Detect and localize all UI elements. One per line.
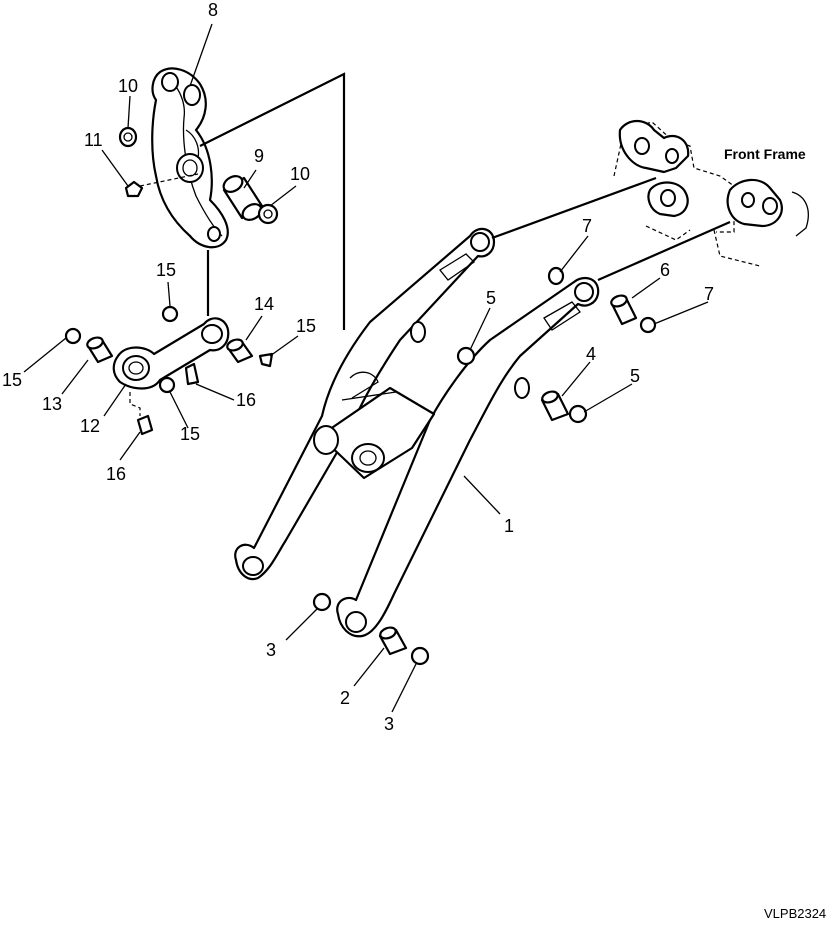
seal-part-5-lower xyxy=(568,404,588,424)
front-frame xyxy=(613,119,809,267)
callout-10-lower: 10 xyxy=(290,164,310,184)
callout-11: 11 xyxy=(84,130,103,150)
callout-16-left: 16 xyxy=(106,464,126,484)
callout-7-upper: 7 xyxy=(582,216,592,236)
callout-9: 9 xyxy=(254,146,264,166)
callout-5-upper: 5 xyxy=(486,288,496,308)
seal-part-7-lower xyxy=(639,316,657,334)
callout-3-upper: 3 xyxy=(266,640,276,660)
callout-1: 1 xyxy=(504,516,514,536)
grease-fitting-part-11 xyxy=(124,180,144,198)
callout-4: 4 xyxy=(586,344,596,364)
drawing-code: VLPB2324 xyxy=(764,906,826,921)
callout-8: 8 xyxy=(208,0,218,20)
callout-3-lower: 3 xyxy=(384,714,394,734)
callout-10-upper: 10 xyxy=(118,76,138,96)
callout-14: 14 xyxy=(254,294,274,314)
grease-fitting-part-16-right xyxy=(184,362,200,386)
bushing-part-9 xyxy=(222,175,264,221)
callout-15-left: 15 xyxy=(2,370,22,390)
callout-5-lower: 5 xyxy=(630,366,640,386)
seal-part-10-upper xyxy=(118,126,138,148)
link-part-12 xyxy=(112,317,230,390)
seal-part-3-lower xyxy=(410,646,430,666)
seal-part-10-lower xyxy=(257,203,279,225)
callout-16-right: 16 xyxy=(236,390,256,410)
callout-7-lower: 7 xyxy=(704,284,714,304)
seal-part-5-upper xyxy=(456,346,476,366)
callout-13: 13 xyxy=(42,394,62,414)
callout-15-bottom: 15 xyxy=(180,424,200,444)
seal-part-15-left xyxy=(64,327,82,345)
callout-15-top: 15 xyxy=(156,260,176,280)
seal-part-7-upper xyxy=(547,266,565,286)
seal-part-3-upper xyxy=(312,592,332,612)
leader-lines xyxy=(23,23,709,713)
seal-part-15-right xyxy=(158,376,176,394)
bell-crank-part-8 xyxy=(151,67,229,249)
callout-2: 2 xyxy=(340,688,350,708)
callout-12: 12 xyxy=(80,416,100,436)
callout-15-right: 15 xyxy=(296,316,316,336)
lift-arm-part-1 xyxy=(234,227,600,638)
grease-fitting-part-16-left xyxy=(136,414,154,436)
callout-6: 6 xyxy=(660,260,670,280)
seal-part-15-top xyxy=(161,305,179,323)
front-frame-label: Front Frame xyxy=(724,146,806,162)
seal-part-15-small xyxy=(258,352,274,368)
